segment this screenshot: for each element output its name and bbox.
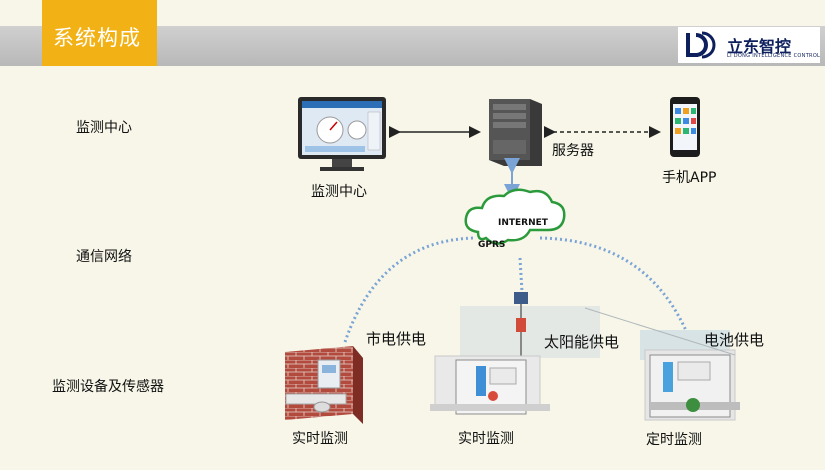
row-label-network: 通信网络: [76, 249, 132, 265]
device-solar-well: [430, 292, 600, 415]
gprs-label: GPRS: [478, 240, 506, 250]
power-solar-label: 太阳能供电: [544, 333, 620, 351]
internet-cloud: [464, 188, 566, 245]
logo-subtext: LI DONG INTELLIGENCE CONTROL: [727, 53, 821, 59]
monitor-center-computer: [298, 97, 386, 171]
title-box: [42, 0, 157, 66]
device-mains-brick-wall: [285, 346, 363, 424]
internet-label: INTERNET: [498, 218, 548, 228]
server-caption: 服务器: [552, 143, 594, 159]
row-label-monitor-center: 监测中心: [76, 120, 132, 136]
power-battery-label: 电池供电: [704, 331, 765, 349]
server-tower: [489, 99, 542, 166]
power-mains-label: 市电供电: [366, 330, 427, 348]
device-middle-caption: 实时监测: [458, 431, 514, 447]
wireless-link-left: [343, 236, 476, 343]
page-title: 系统构成: [53, 26, 141, 50]
device-battery-well: [640, 330, 740, 421]
mobile-app-caption: 手机APP: [662, 170, 717, 186]
monitor-center-caption: 监测中心: [311, 184, 367, 200]
device-right-caption: 定时监测: [646, 432, 702, 448]
wireless-link-middle: [518, 257, 524, 293]
logo-box: [678, 27, 820, 63]
row-label-devices: 监测设备及传感器: [52, 379, 164, 395]
logo-text: 立东智控: [727, 37, 792, 56]
wireless-link-right: [539, 236, 692, 341]
device-left-caption: 实时监测: [292, 431, 348, 447]
mobile-phone: [670, 97, 700, 157]
logo-icon: [686, 31, 716, 59]
